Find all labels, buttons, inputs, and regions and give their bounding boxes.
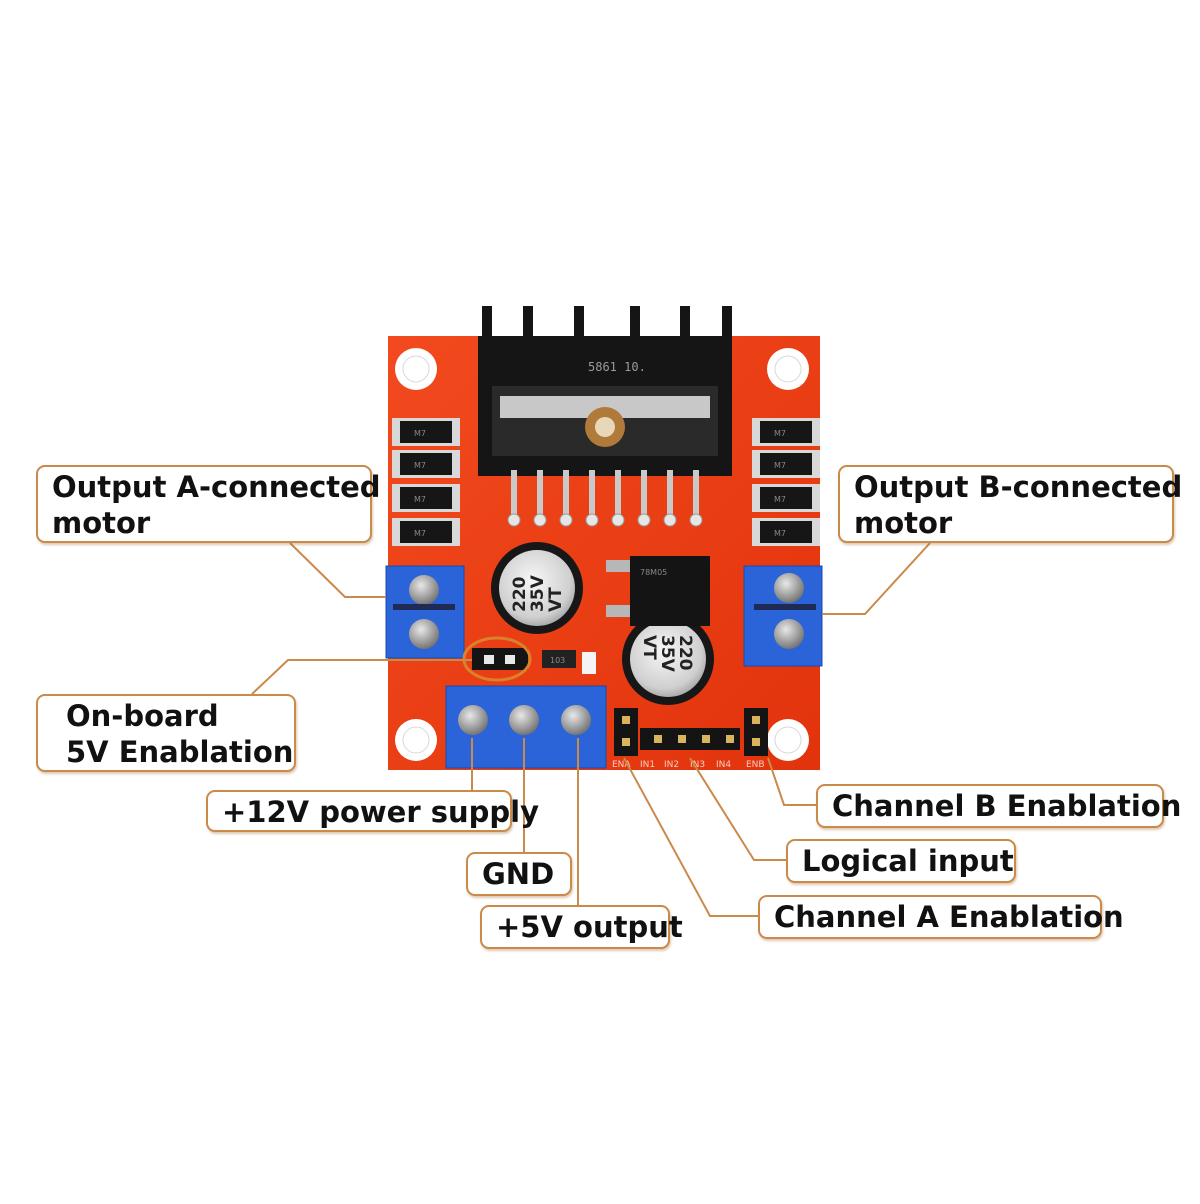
diode: [760, 487, 812, 509]
ic-leg-solder: [611, 513, 625, 527]
callout-5v-output: +5V output: [480, 905, 683, 949]
diode-marking: M7: [774, 461, 786, 470]
ic-leg: [589, 470, 595, 520]
callout-channel-b: Channel B Enablation: [816, 784, 1181, 828]
diode-marking: M7: [774, 529, 786, 538]
ic-leg-solder: [637, 513, 651, 527]
ic-leg-solder: [507, 513, 521, 527]
heatsink-marking: 5861 10.: [588, 360, 646, 374]
ic-leg-solder: [533, 513, 547, 527]
diode: [760, 521, 812, 543]
diode: [760, 421, 812, 443]
diode: [400, 487, 452, 509]
ic-leg-solder: [689, 513, 703, 527]
ic-leg: [693, 470, 699, 520]
ic-leg: [563, 470, 569, 520]
callout-logical-input: Logical input: [786, 839, 1016, 883]
svg-text:103: 103: [550, 656, 565, 665]
terminal-block-output-b: [743, 565, 823, 667]
ic-leg: [537, 470, 543, 520]
pin-labels: ENA IN1 IN2 IN3 IN4 ENB: [612, 760, 765, 770]
terminal-block-power: [445, 685, 607, 769]
pin-header-ena: [614, 708, 638, 756]
pin-label: IN4: [716, 760, 731, 770]
leader-lines: [251, 542, 931, 917]
capacitor-value: 220: [675, 635, 695, 671]
diode: [760, 453, 812, 475]
capacitor-voltage: 35V: [657, 635, 677, 673]
diode: [400, 453, 452, 475]
pin-label: IN1: [640, 760, 655, 770]
heatsink: 5861 10.: [478, 306, 732, 476]
resistor: 103: [542, 650, 596, 674]
ic-leg-solder: [585, 513, 599, 527]
ic-leg-solder: [559, 513, 573, 527]
pin-header-logic: [640, 728, 740, 750]
voltage-regulator: 78M05: [606, 556, 710, 626]
callout-gnd: GND: [466, 852, 572, 896]
capacitor-2: 220 35V VT: [622, 613, 714, 705]
capacitor-series: VT: [546, 587, 566, 612]
pin-header-enb: [744, 708, 768, 756]
ic-legs: [507, 470, 703, 527]
mounting-holes: [395, 348, 809, 761]
leader-logical-input: [689, 757, 786, 861]
leader-output-a: [289, 542, 386, 598]
leader-channel-b: [767, 757, 816, 806]
leader-channel-a: [623, 757, 758, 917]
callout-output-b: Output B-connected motor: [838, 465, 1182, 543]
diode-marking: M7: [414, 495, 426, 504]
diode: [400, 421, 452, 443]
capacitor-series: VT: [639, 635, 659, 660]
ic-leg: [511, 470, 517, 520]
capacitor-1: 220 35V VT: [491, 542, 583, 634]
capacitor-voltage: 35V: [528, 574, 548, 612]
diode-marking: M7: [414, 529, 426, 538]
pin-label: ENB: [746, 760, 765, 770]
diode-marking: M7: [774, 495, 786, 504]
ic-leg: [615, 470, 621, 520]
callout-onboard-5v: On-board 5V Enablation: [36, 694, 296, 772]
callout-output-a: Output A-connected motor: [36, 465, 381, 543]
terminal-block-output-a: [385, 565, 465, 659]
ic-leg-solder: [663, 513, 677, 527]
diode-marking: M7: [414, 429, 426, 438]
pin-label: IN3: [690, 760, 705, 770]
pin-label: ENA: [612, 760, 631, 770]
ic-leg: [667, 470, 673, 520]
capacitor-value: 220: [510, 576, 530, 612]
diode: [400, 521, 452, 543]
ic-leg: [641, 470, 647, 520]
callout-channel-a: Channel A Enablation: [758, 895, 1124, 939]
pin-label: IN2: [664, 760, 679, 770]
callout-12v-power: +12V power supply: [206, 790, 539, 832]
leader-onboard-5v: [251, 659, 472, 695]
leader-output-b: [822, 542, 931, 615]
diode-marking: M7: [414, 461, 426, 470]
diode-marking: M7: [774, 429, 786, 438]
regulator-marking: 78M05: [640, 568, 667, 577]
